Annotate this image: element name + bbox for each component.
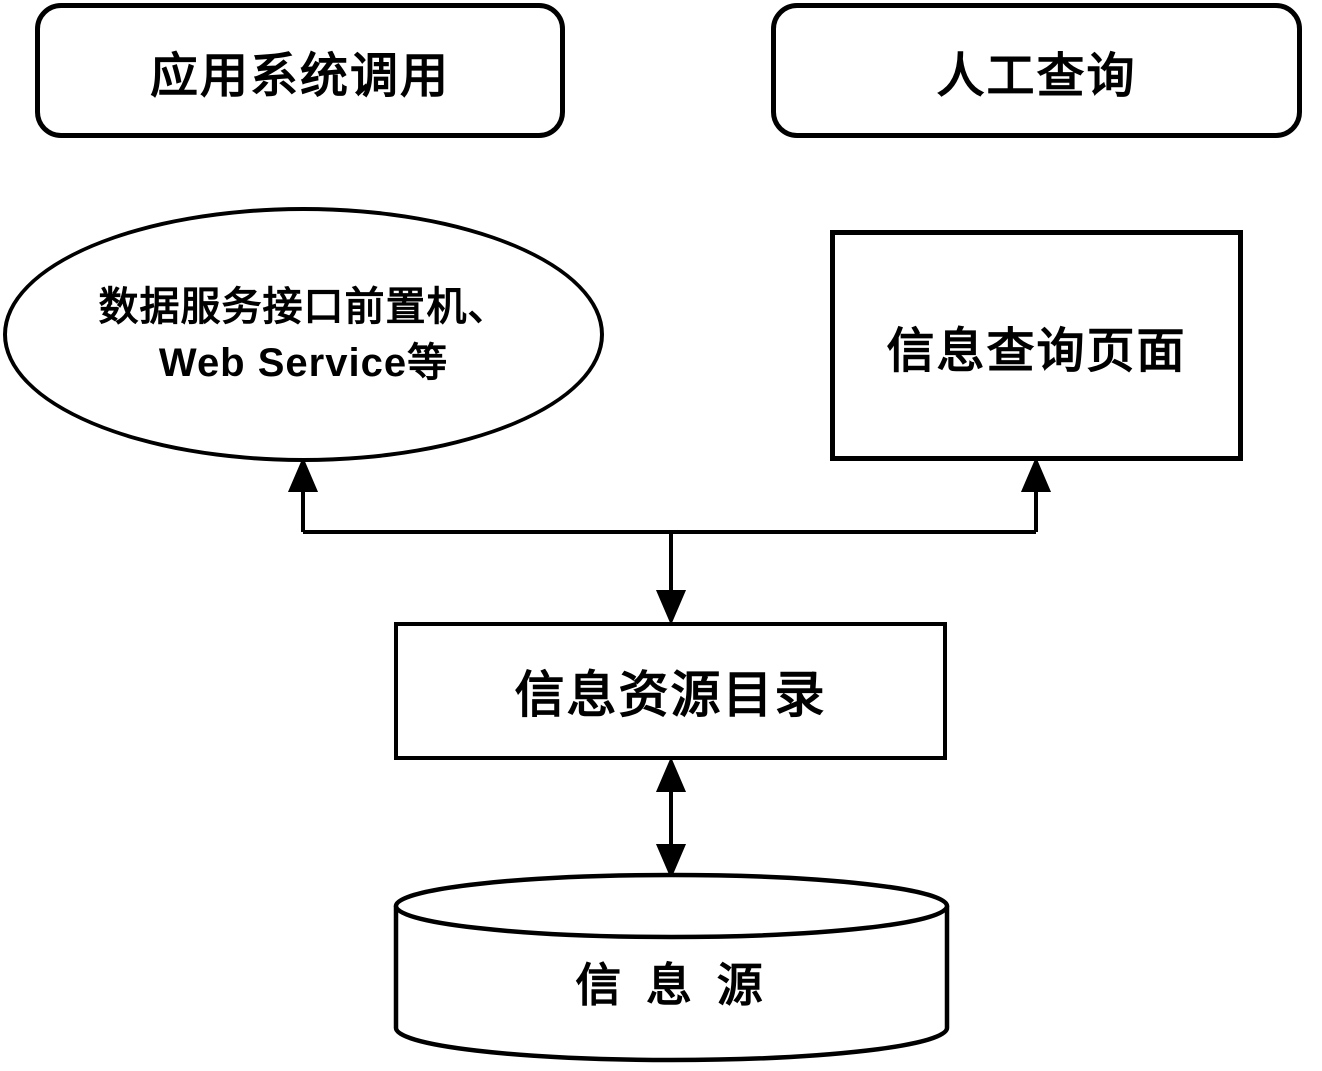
node-info-resource-catalog: 信息资源目录 [394,622,947,760]
cylinder-info-source [393,872,950,1063]
data-service-label-line1: 数据服务接口前置机、 [98,284,509,329]
arrowhead-down-catalog-icon [655,590,687,626]
connector-catalog-source [655,756,687,880]
info-query-page-label: 信息查询页面 [886,324,1187,378]
cylinder-top [393,872,950,940]
arrowhead-down-source-icon [655,844,687,880]
info-source-label: 信 息 源 [575,959,769,1011]
data-service-label-line2: Web Service等 [158,340,449,385]
info-resource-catalog-label: 信息资源目录 [514,667,827,723]
node-data-service-frontend: 数据服务接口前置机、 Web Service等 [3,207,604,462]
connector-branch [287,456,1052,626]
node-info-query-page: 信息查询页面 [830,230,1243,461]
node-app-system-call: 应用系统调用 [35,3,565,138]
node-manual-query: 人工查询 [771,3,1302,138]
manual-query-label: 人工查询 [936,49,1137,103]
app-system-call-label: 应用系统调用 [149,49,450,103]
cylinder-body [393,906,950,1063]
arrowhead-up-catalog-icon [655,756,687,792]
arrowhead-up-query-page-icon [1020,456,1052,492]
arrowhead-up-data-service-icon [287,456,319,492]
